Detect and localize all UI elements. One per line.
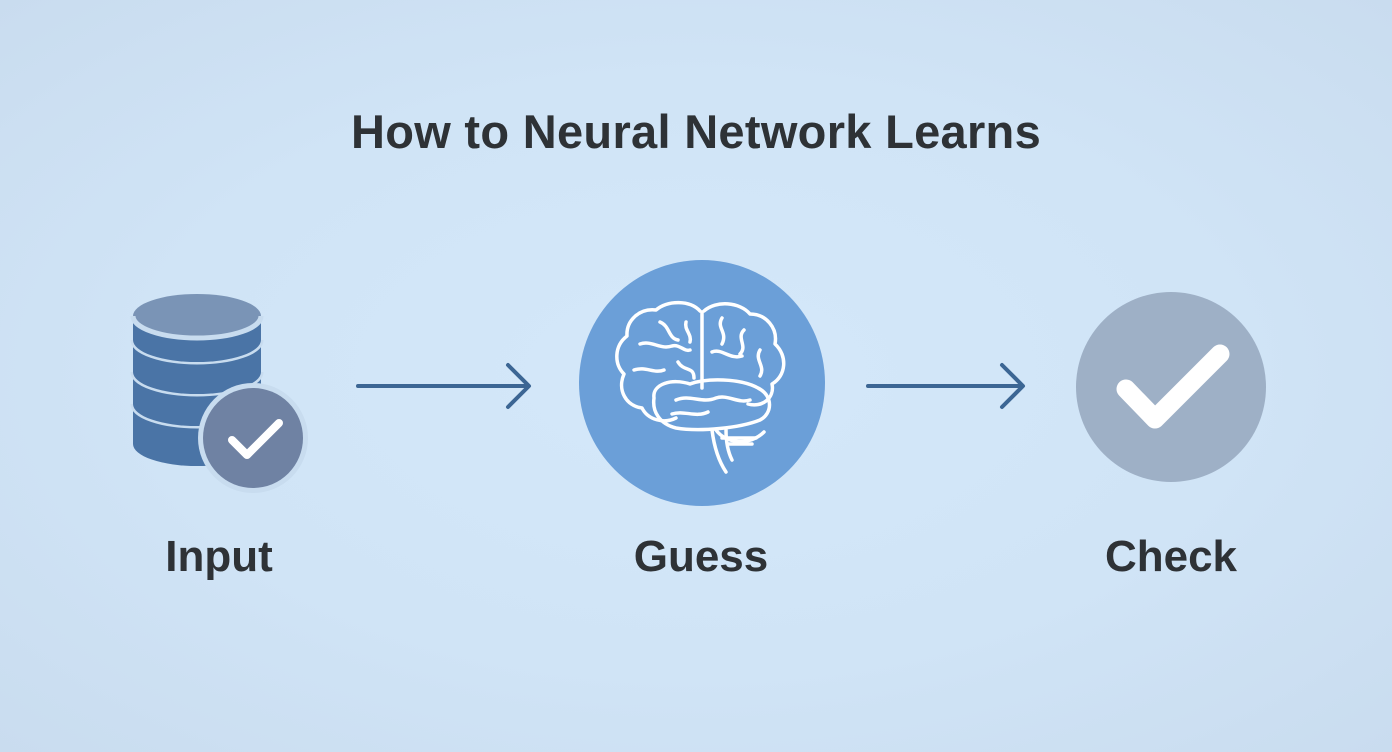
database-top (133, 294, 261, 338)
arrow-guess-to-check (866, 363, 1025, 409)
checkmark-stroke (1116, 344, 1230, 429)
checkmark-icon (1076, 292, 1266, 482)
brain-icon (579, 260, 825, 506)
arrow-input-to-guess (356, 363, 531, 409)
check-circle (1076, 292, 1266, 482)
step-label-input: Input (165, 532, 273, 581)
step-label-guess: Guess (633, 532, 769, 581)
check-badge (198, 383, 308, 493)
diagram-title: How to Neural Network Learns (350, 105, 1042, 158)
step-label-check: Check (1104, 532, 1238, 581)
database-check-icon (130, 294, 308, 493)
